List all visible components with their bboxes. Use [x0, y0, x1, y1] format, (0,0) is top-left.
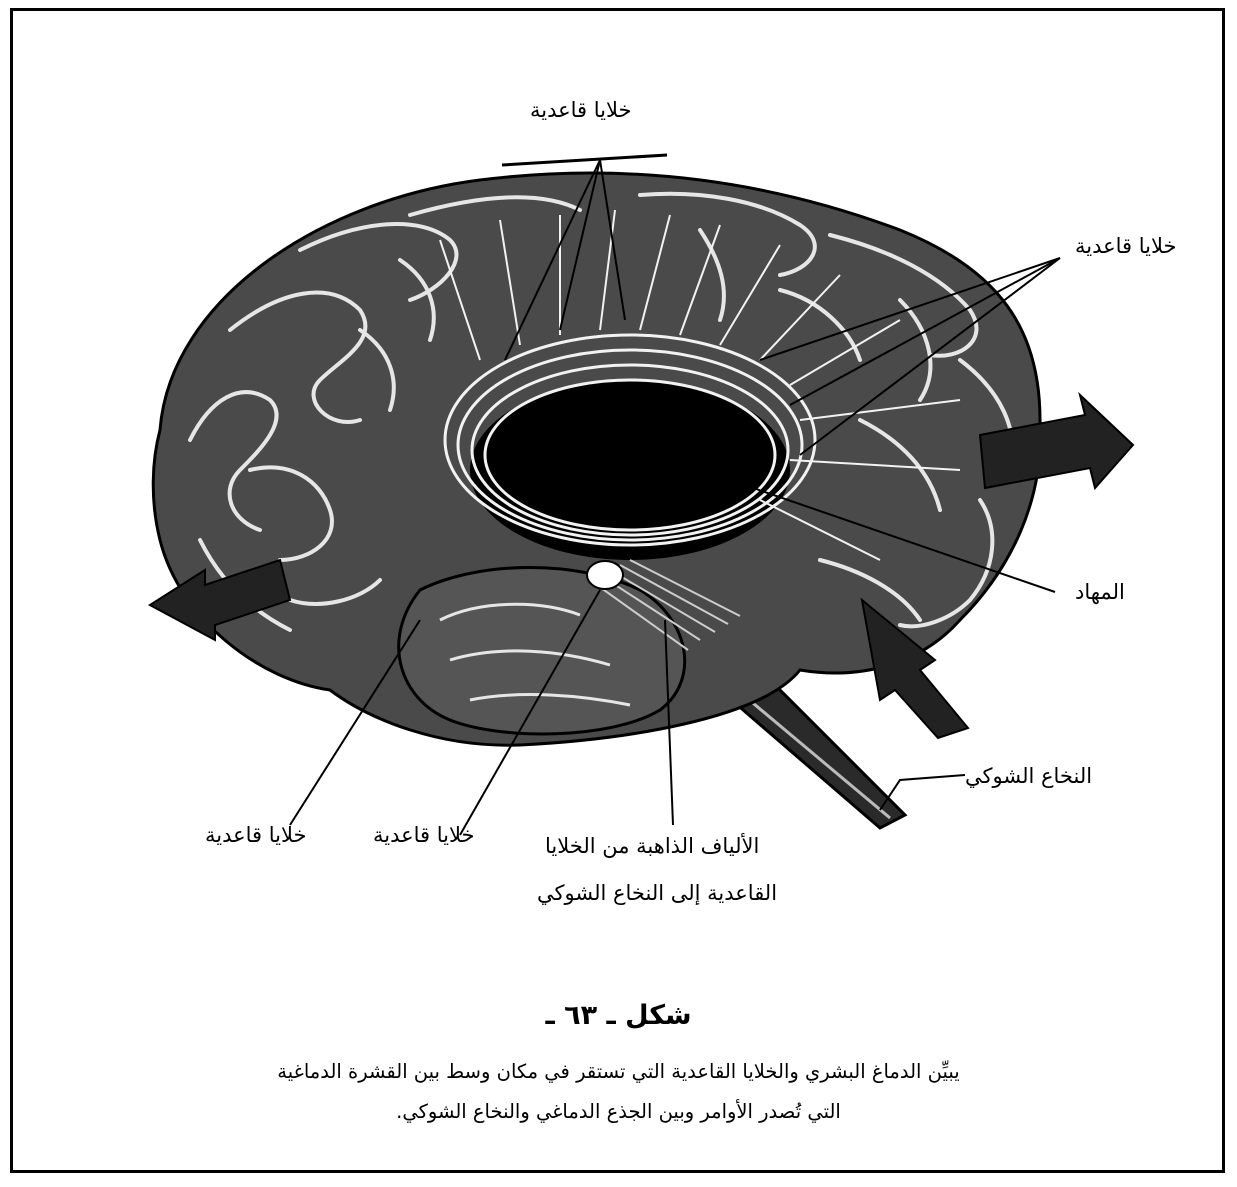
caption-line-2: التي تُصدر الأوامر وبين الجذع الدماغي وا…: [60, 1092, 1177, 1132]
label-basal-cells-left: خلايا قاعدية: [205, 825, 307, 846]
label-fibers-line2: القاعدية إلى النخاع الشوكي: [537, 883, 777, 904]
label-basal-cells-right: خلايا قاعدية: [1075, 236, 1177, 257]
caption-line-1: يبيِّن الدماغ البشري والخلايا القاعدية ا…: [60, 1052, 1177, 1092]
label-basal-cells-top: خلايا قاعدية: [530, 100, 632, 121]
label-fibers-line1: الألياف الذاهبة من الخلايا: [545, 836, 759, 857]
figure-title: شكل ـ ٦٣ ـ: [0, 1000, 1237, 1031]
label-basal-cells-center: خلايا قاعدية: [373, 825, 475, 846]
top-label-bar: [502, 155, 667, 165]
label-thalamus: المهاد: [1075, 582, 1125, 603]
thalamus-node: [587, 561, 623, 589]
label-spinal-cord: النخاع الشوكي: [965, 766, 1092, 787]
figure-caption: يبيِّن الدماغ البشري والخلايا القاعدية ا…: [60, 1052, 1177, 1132]
